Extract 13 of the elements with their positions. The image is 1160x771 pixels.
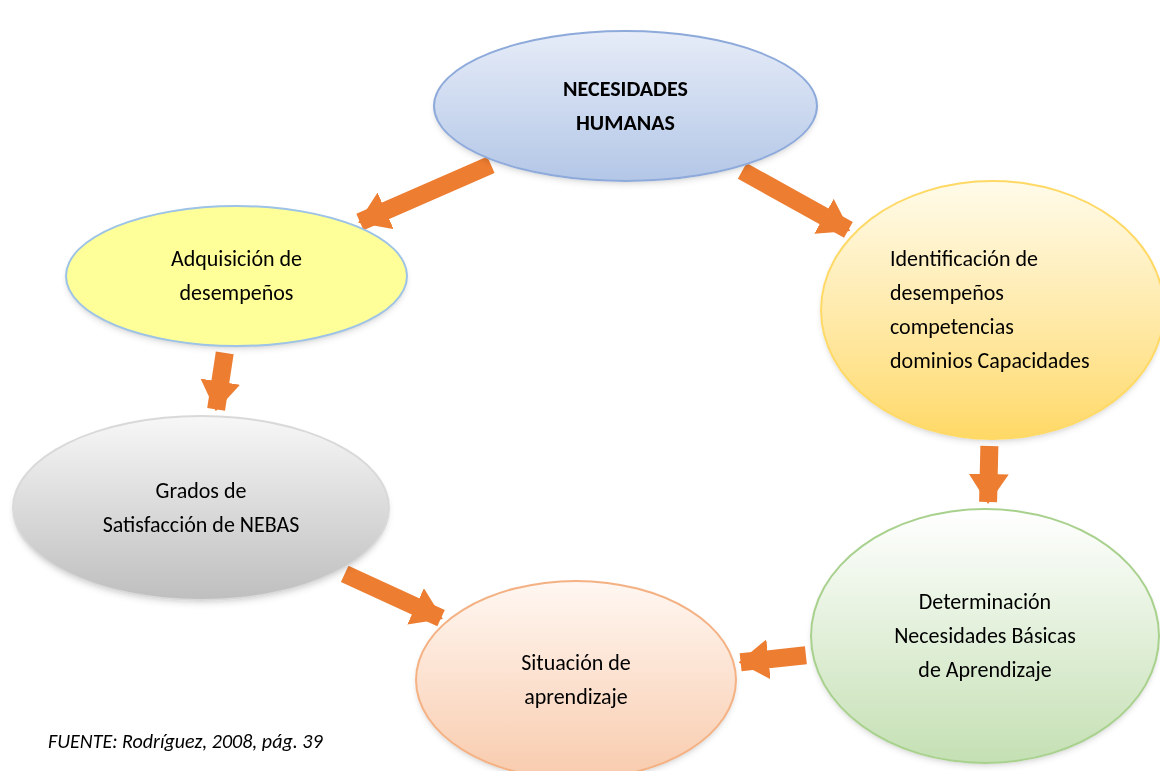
node-label: Identificación de desempeños competencias dominios Capacidades [890, 244, 1091, 376]
block-arrow [200, 351, 241, 412]
node-label: Grados de Satisfacción de NEBAS [101, 476, 301, 540]
block-arrow [968, 445, 1009, 504]
source-caption: FUENTE: Rodríguez, 2008, pág. 39 [48, 728, 323, 755]
node-label: Adquisición de desempeños [169, 244, 304, 308]
block-arrow [356, 156, 495, 231]
block-arrow [737, 163, 853, 238]
block-arrow [340, 565, 445, 627]
block-arrow [738, 639, 807, 680]
node-label: Determinación Necesidades Básicas de Aprendizaje [893, 587, 1077, 685]
node-label: Situación de aprendizaje [520, 648, 632, 712]
node-label: NECESIDADES HUMANAS [562, 74, 689, 138]
